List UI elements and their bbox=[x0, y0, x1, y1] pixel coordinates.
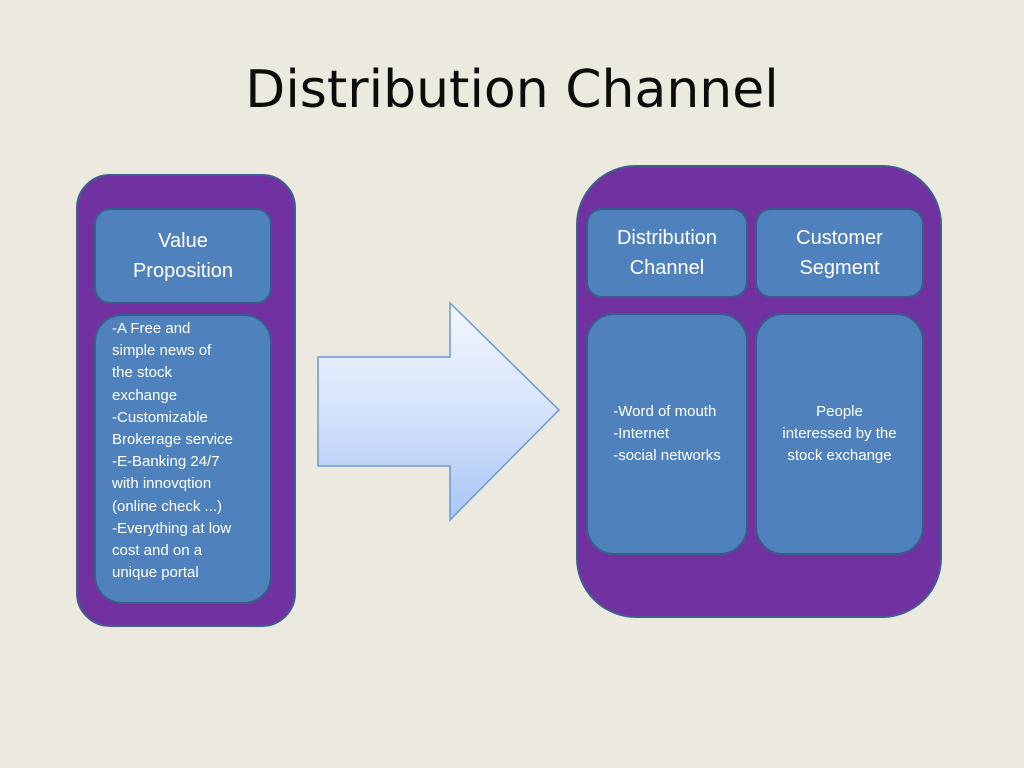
customer-segment-header-line-1: Customer bbox=[796, 227, 883, 249]
distribution-channel-header-text: Distribution Channel bbox=[617, 223, 717, 283]
distribution-channel-body: -Word of mouth -Internet -social network… bbox=[586, 313, 748, 555]
customer-segment-header-text: Customer Segment bbox=[796, 223, 883, 283]
channel-segment-panel: Distribution Channel Customer Segment -W… bbox=[576, 165, 942, 618]
distribution-channel-header: Distribution Channel bbox=[586, 208, 748, 298]
distribution-channel-line: -Word of mouth bbox=[613, 402, 717, 420]
value-proposition-line: simple news of bbox=[112, 342, 212, 360]
value-proposition-line: cost and on a bbox=[112, 542, 203, 560]
distribution-channel-header-line-1: Distribution bbox=[616, 227, 718, 249]
slide-title: Distribution Channel bbox=[245, 60, 779, 120]
value-proposition-body-text: -A Free and simple news of the stock exc… bbox=[112, 318, 264, 584]
value-proposition-body: -A Free and simple news of the stock exc… bbox=[94, 314, 272, 604]
distribution-channel-line: -social networks bbox=[613, 447, 721, 465]
customer-segment-line: People bbox=[816, 402, 863, 420]
distribution-channel-body-text: -Word of mouth -Internet -social network… bbox=[613, 401, 721, 468]
value-proposition-line: (online check ...) bbox=[112, 497, 223, 515]
value-proposition-line: -A Free and bbox=[112, 320, 191, 337]
value-proposition-header-line-2: Proposition bbox=[132, 260, 234, 282]
customer-segment-line: stock exchange bbox=[787, 447, 892, 465]
customer-segment-header: Customer Segment bbox=[755, 208, 924, 298]
distribution-channel-header-line-2: Channel bbox=[629, 257, 705, 279]
value-proposition-header: Value Proposition bbox=[94, 208, 272, 304]
value-proposition-line: with innovqtion bbox=[112, 475, 212, 493]
customer-segment-line: interessed by the bbox=[782, 424, 897, 442]
distribution-channel-line: -Internet bbox=[613, 424, 670, 442]
value-proposition-header-text: Value Proposition bbox=[133, 226, 233, 286]
value-proposition-line: Brokerage service bbox=[112, 431, 233, 449]
value-proposition-panel: Value Proposition -A Free and simple new… bbox=[76, 174, 296, 627]
value-proposition-line: -E-Banking 24/7 bbox=[112, 453, 220, 471]
customer-segment-header-line-2: Segment bbox=[799, 257, 880, 279]
value-proposition-line: -Customizable bbox=[112, 408, 208, 426]
value-proposition-line: -Everything at low bbox=[112, 519, 232, 537]
right-arrow-icon bbox=[317, 301, 561, 522]
value-proposition-header-line-1: Value bbox=[158, 230, 208, 252]
value-proposition-line: unique portal bbox=[112, 564, 199, 582]
customer-segment-body: People interessed by the stock exchange bbox=[755, 313, 924, 555]
value-proposition-line: the stock bbox=[112, 364, 173, 382]
customer-segment-body-text: People interessed by the stock exchange bbox=[782, 401, 896, 468]
value-proposition-line: exchange bbox=[112, 386, 178, 404]
